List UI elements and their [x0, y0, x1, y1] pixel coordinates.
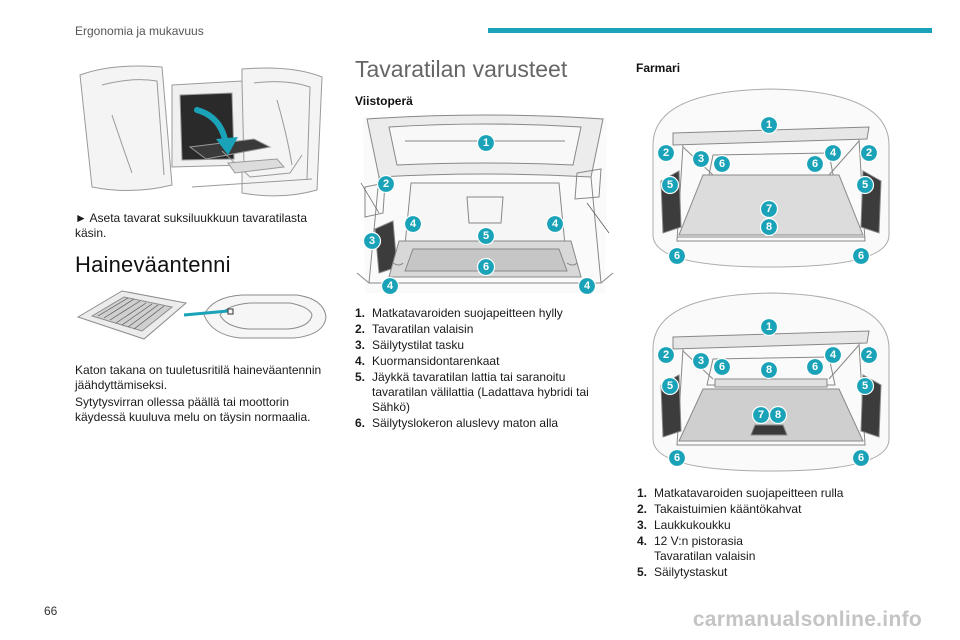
- trunk-equipment-heading: Tavaratilan varusteet: [355, 56, 568, 82]
- list-item-line: Tavaratilan valaisin: [654, 549, 756, 563]
- list-item-number: 6.: [355, 416, 366, 430]
- estate-subheading: Farmari: [636, 61, 681, 75]
- list-item: 3. Säilytystilat tasku: [355, 338, 605, 353]
- estate-trunk-diagram-upper: [643, 85, 899, 270]
- list-item-text: Kuormansidontarenkaat: [372, 354, 500, 368]
- antenna-heading: Haineväantenni: [75, 252, 231, 277]
- list-item: 2. Takaistuimien kääntökahvat: [637, 502, 887, 517]
- section-header: Ergonomia ja mukavuus: [75, 24, 204, 38]
- list-item: 1. Matkatavaroiden suojapeitteen rulla: [637, 486, 887, 501]
- list-item-text: Jäykkä tavaratilan lattia tai saranoitu …: [372, 370, 589, 414]
- hatchback-legend-list: 1. Matkatavaroiden suojapeitteen hylly 2.…: [355, 306, 605, 432]
- list-item-number: 5.: [637, 565, 648, 579]
- page-number: 66: [44, 604, 58, 618]
- list-item-text: Säilytystaskut: [654, 565, 728, 579]
- antenna-paragraph-2: Sytytysvirran ollessa päällä tai moottor…: [75, 395, 311, 424]
- list-item-text: Tavaratilan valaisin: [372, 322, 474, 336]
- list-item: 5. Jäykkä tavaratilan lattia tai saranoit…: [355, 370, 605, 415]
- ski-hatch-instruction: ► Aseta tavarat suksiluukkuun tavaratila…: [75, 211, 307, 240]
- list-item-text: Matkatavaroiden suojapeitteen hylly: [372, 306, 563, 320]
- list-item-number: 1.: [637, 486, 648, 500]
- list-item-number: 4.: [637, 534, 648, 548]
- list-item-text: Takaistuimien kääntökahvat: [654, 502, 802, 516]
- header-accent-bar: [488, 28, 932, 33]
- watermark: carmanualsonline.info: [692, 608, 922, 631]
- list-item-number: 2.: [355, 322, 366, 336]
- list-item: 1. Matkatavaroiden suojapeitteen hylly: [355, 306, 605, 321]
- list-item-text: Säilytyslokeron aluslevy maton alla: [372, 416, 559, 430]
- list-item-line: 12 V:n pistorasia: [654, 534, 743, 548]
- antenna-vent-illustration: [72, 283, 332, 345]
- antenna-paragraph-1: Katon takana on tuuletusritilä haineväan…: [75, 363, 322, 392]
- list-item: 6. Säilytyslokeron aluslevy maton alla: [355, 416, 605, 431]
- list-item: 2. Tavaratilan valaisin: [355, 322, 605, 337]
- list-item-number: 4.: [355, 354, 366, 368]
- estate-trunk-diagram-lower: [643, 289, 899, 474]
- list-item: 4. Kuormansidontarenkaat: [355, 354, 605, 369]
- list-item-number: 3.: [637, 518, 648, 532]
- list-item-number: 2.: [637, 502, 648, 516]
- hatchback-trunk-diagram: [355, 113, 615, 298]
- list-item-number: 3.: [355, 338, 366, 352]
- list-item: 5. Säilytystaskut: [637, 565, 887, 580]
- list-item-text: Laukkukoukku: [654, 518, 731, 532]
- list-item: 3. Laukkukoukku: [637, 518, 887, 533]
- hatchback-subheading: Viistoperä: [355, 94, 413, 108]
- list-item-number: 1.: [355, 306, 366, 320]
- list-item-text: Matkatavaroiden suojapeitteen rulla: [654, 486, 844, 500]
- list-item-number: 5.: [355, 370, 366, 384]
- estate-legend-list: 1. Matkatavaroiden suojapeitteen rulla 2.…: [637, 486, 887, 581]
- list-item-text: Säilytystilat tasku: [372, 338, 465, 352]
- rear-seat-ski-hatch-illustration: [72, 55, 332, 203]
